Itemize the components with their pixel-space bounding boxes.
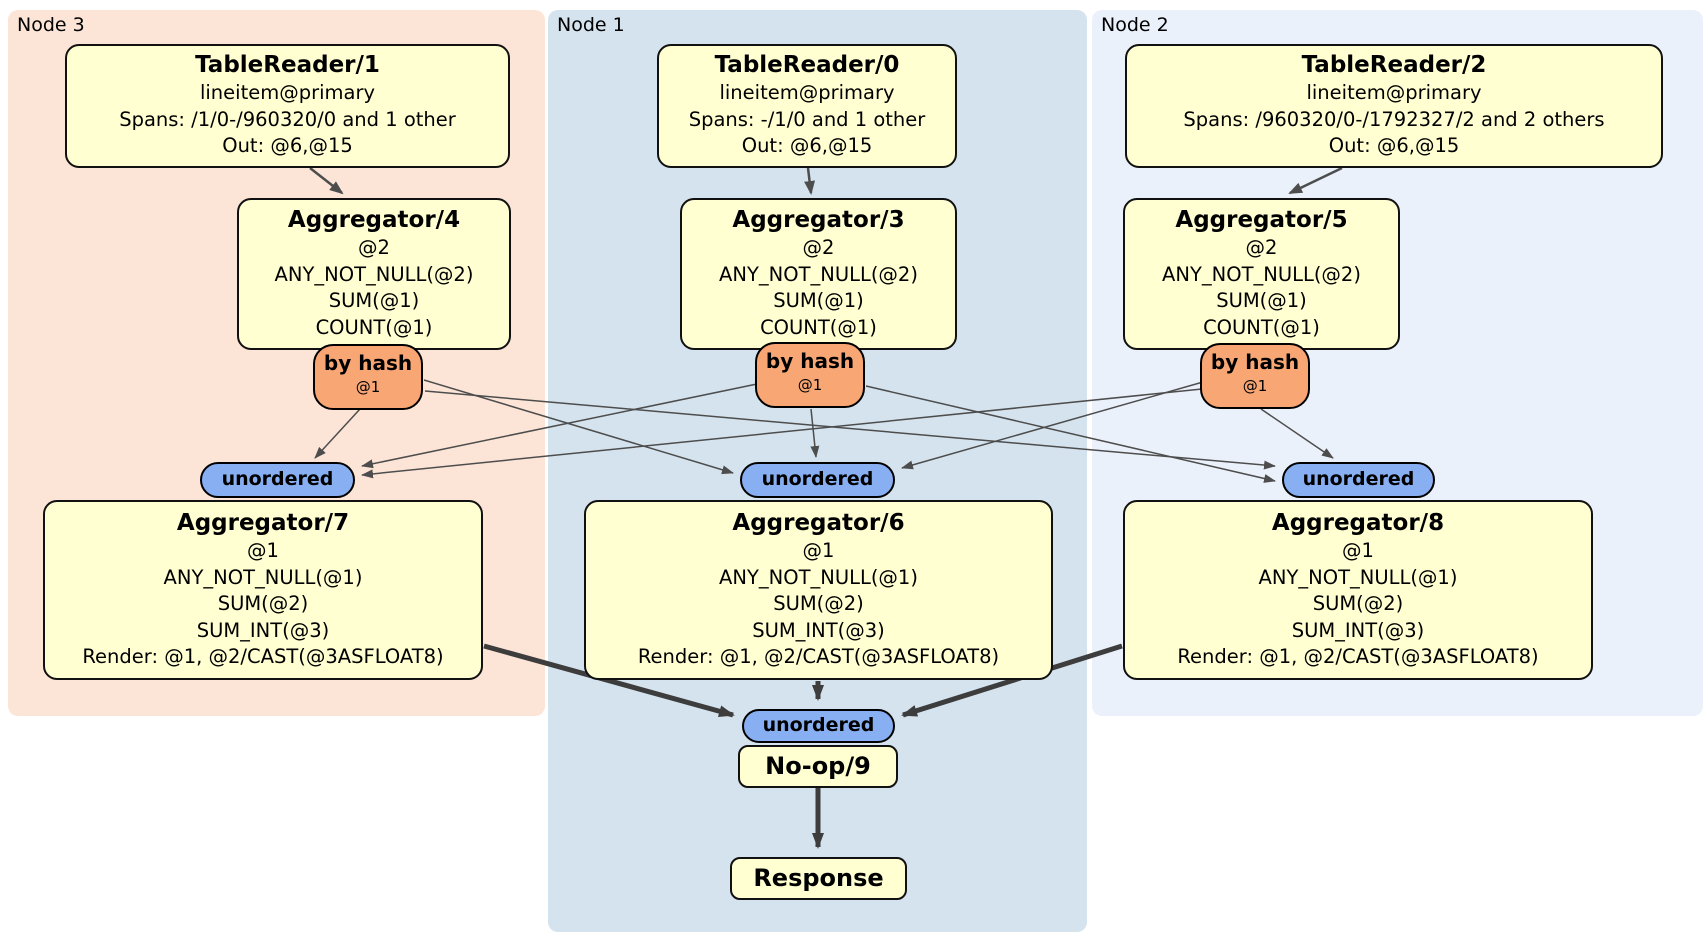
processor-aggregator-8: Aggregator/8 @1 ANY_NOT_NULL(@1) SUM(@2)… xyxy=(1123,500,1593,680)
processor-detail: ANY_NOT_NULL(@1) xyxy=(719,565,918,589)
processor-detail: @1 xyxy=(1342,539,1374,562)
processor-title: Aggregator/6 xyxy=(732,510,905,536)
processor-detail: SUM(@1) xyxy=(1216,289,1307,312)
processor-aggregator-5: Aggregator/5 @2 ANY_NOT_NULL(@2) SUM(@1)… xyxy=(1123,198,1400,350)
processor-detail: Out: @6,@15 xyxy=(1328,134,1460,157)
processor-detail: Out: @6,@15 xyxy=(222,134,353,157)
processor-detail: SUM(@2) xyxy=(773,592,864,615)
edge-aggregator8-to-final-unordered xyxy=(901,643,1123,718)
processor-detail: @1 xyxy=(802,539,835,562)
processor-detail: COUNT(@1) xyxy=(760,315,877,339)
region-node1-label: Node 1 xyxy=(557,14,625,36)
processor-detail: ANY_NOT_NULL(@1) xyxy=(1258,565,1458,589)
processor-noop-9: No-op/9 xyxy=(738,745,898,788)
edge-hash1-to-unordered3 xyxy=(361,383,758,469)
edge-tablereader1-to-aggregator4 xyxy=(309,167,344,195)
processor-detail: @2 xyxy=(1245,236,1278,259)
processor-tablereader-0: TableReader/0 lineitem@primary Spans: -/… xyxy=(657,44,957,168)
processor-detail: ANY_NOT_NULL(@2) xyxy=(1162,262,1361,286)
sync-unordered-final: unordered xyxy=(742,709,895,743)
processor-aggregator-3: Aggregator/3 @2 ANY_NOT_NULL(@2) SUM(@1)… xyxy=(680,198,957,350)
processor-title: TableReader/2 xyxy=(1301,52,1487,78)
processor-aggregator-7: Aggregator/7 @1 ANY_NOT_NULL(@1) SUM(@2)… xyxy=(43,500,483,680)
processor-title: No-op/9 xyxy=(765,752,871,780)
edge-tablereader2-to-aggregator5 xyxy=(1288,166,1343,195)
processor-detail: Out: @6,@15 xyxy=(741,134,873,157)
router-key: @1 xyxy=(1242,377,1268,395)
processor-title: Response xyxy=(753,864,884,892)
edge-hash2-to-unordered3 xyxy=(361,388,1203,479)
processor-detail: Spans: /1/0-/960320/0 and 1 other xyxy=(119,107,456,131)
processor-detail: Render: @1, @2/CAST(@3ASFLOAT8) xyxy=(637,645,1000,668)
processor-detail: SUM_INT(@3) xyxy=(196,618,330,642)
processor-title: Aggregator/3 xyxy=(732,207,905,233)
processor-title: Aggregator/8 xyxy=(1271,510,1445,536)
router-key: @1 xyxy=(797,376,823,394)
processor-detail: SUM(@1) xyxy=(773,289,864,312)
processor-title: Aggregator/5 xyxy=(1175,207,1348,233)
processor-detail: ANY_NOT_NULL(@1) xyxy=(163,565,363,589)
processor-detail: SUM_INT(@3) xyxy=(1291,618,1425,642)
edge-hash3-to-unordered1 xyxy=(423,379,734,475)
processor-detail: lineitem@primary xyxy=(719,81,895,104)
processor-detail: Spans: -/1/0 and 1 other xyxy=(688,107,926,131)
processor-title: Aggregator/7 xyxy=(176,510,350,536)
processor-detail: Render: @1, @2/CAST(@3ASFLOAT8) xyxy=(82,645,444,668)
processor-detail: Render: @1, @2/CAST(@3ASFLOAT8) xyxy=(1177,645,1539,668)
edge-hash2-to-unordered1 xyxy=(901,381,1204,470)
router-by-hash-node2: by hash @1 xyxy=(1200,343,1310,409)
router-label: by hash xyxy=(1210,350,1300,374)
processor-detail: COUNT(@1) xyxy=(1203,315,1320,339)
edge-hash3-to-unordered2 xyxy=(424,390,1276,470)
sync-unordered-node2: unordered xyxy=(1282,462,1435,498)
edge-tablereader0-to-aggregator3 xyxy=(804,167,816,195)
processor-detail: @2 xyxy=(358,236,390,259)
processor-detail: SUM(@1) xyxy=(328,289,420,312)
sync-unordered-node1: unordered xyxy=(740,462,895,498)
processor-tablereader-1: TableReader/1 lineitem@primary Spans: /1… xyxy=(65,44,510,168)
processor-title: TableReader/1 xyxy=(195,52,380,78)
processor-tablereader-2: TableReader/2 lineitem@primary Spans: /9… xyxy=(1125,44,1663,168)
router-by-hash-node3: by hash @1 xyxy=(313,344,423,410)
processor-detail: ANY_NOT_NULL(@2) xyxy=(274,262,474,286)
processor-aggregator-6: Aggregator/6 @1 ANY_NOT_NULL(@1) SUM(@2)… xyxy=(584,500,1053,680)
edge-hash2-to-unordered2 xyxy=(1260,408,1334,459)
processor-detail: ANY_NOT_NULL(@2) xyxy=(719,262,918,286)
processor-response: Response xyxy=(730,857,907,900)
processor-detail: @2 xyxy=(802,236,835,259)
processor-aggregator-4: Aggregator/4 @2 ANY_NOT_NULL(@2) SUM(@1)… xyxy=(237,198,511,350)
router-by-hash-node1: by hash @1 xyxy=(755,342,865,408)
edge-hash1-to-unordered2 xyxy=(865,385,1276,483)
processor-detail: SUM(@2) xyxy=(1312,592,1404,615)
router-key: @1 xyxy=(355,378,381,396)
processor-detail: @1 xyxy=(247,539,279,562)
processor-detail: SUM(@2) xyxy=(217,592,309,615)
edge-hash1-to-unordered1 xyxy=(810,408,820,458)
edge-aggregator7-to-final-unordered xyxy=(483,643,735,718)
processor-title: Aggregator/4 xyxy=(287,207,461,233)
processor-detail: lineitem@primary xyxy=(1306,81,1482,104)
sync-unordered-node3: unordered xyxy=(200,462,355,498)
region-node2-label: Node 2 xyxy=(1101,14,1169,36)
region-node3-label: Node 3 xyxy=(17,14,85,36)
processor-title: TableReader/0 xyxy=(714,52,900,78)
processor-detail: lineitem@primary xyxy=(199,81,376,104)
processor-detail: COUNT(@1) xyxy=(315,315,433,339)
router-label: by hash xyxy=(765,349,855,373)
router-label: by hash xyxy=(323,351,413,375)
edge-hash3-to-unordered3 xyxy=(314,408,361,459)
processor-detail: Spans: /960320/0-/1792327/2 and 2 others xyxy=(1183,107,1605,131)
processor-detail: SUM_INT(@3) xyxy=(752,618,885,642)
